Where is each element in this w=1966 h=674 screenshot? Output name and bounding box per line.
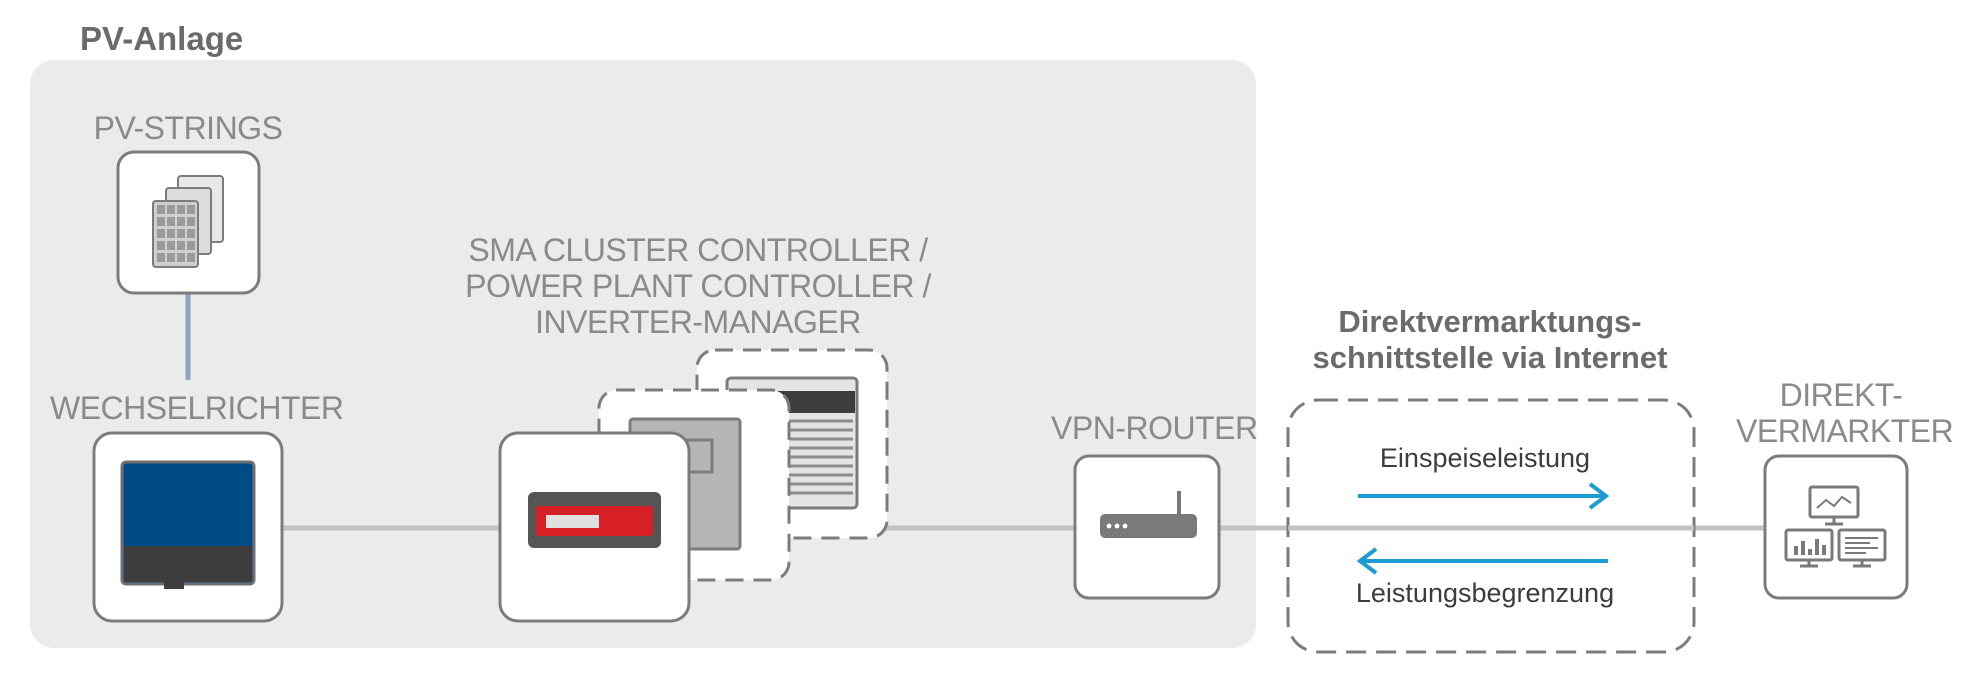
- plant-label: PV-Anlage: [80, 20, 244, 57]
- direct-marketer-label-line-1: DIREKT-: [1779, 377, 1903, 413]
- inverter-icon: [120, 460, 256, 589]
- inverter-node: [92, 431, 284, 623]
- inverter-label: WECHSELRICHTER: [50, 390, 344, 426]
- direct-marketer-node: [1763, 454, 1909, 600]
- direct-marketer-label: DIREKT- VERMARKTER: [1736, 377, 1954, 449]
- interface-title-line-2: schnittstelle via Internet: [1312, 340, 1668, 375]
- controller-label-line-3: INVERTER-MANAGER: [535, 304, 861, 340]
- incoming-label: Leistungsbegrenzung: [1355, 578, 1615, 608]
- interface-title: Direktvermarktungs- schnittstelle via In…: [1270, 304, 1710, 376]
- cluster-controller-device: [498, 431, 691, 623]
- controller-label-line-1: SMA CLUSTER CONTROLLER /: [468, 232, 928, 268]
- interface-title-line-1: Direktvermarktungs-: [1338, 304, 1642, 339]
- outgoing-label: Einspeiseleistung: [1379, 443, 1591, 473]
- controller-label-line-2: POWER PLANT CONTROLLER /: [465, 268, 931, 304]
- outgoing-arrow: [1358, 482, 1610, 510]
- router-icon: [1100, 491, 1197, 538]
- controller-label: SMA CLUSTER CONTROLLER / POWER PLANT CON…: [448, 232, 948, 340]
- vpn-router-label: VPN-ROUTER: [1051, 410, 1258, 446]
- pv-strings-node: [116, 150, 261, 295]
- pv-plant-zone: [30, 60, 1256, 648]
- solar-panel-icon: [152, 175, 224, 268]
- incoming-arrow: [1356, 547, 1608, 575]
- computer-monitors-icon: [1784, 485, 1887, 568]
- pv-strings-label: PV-STRINGS: [93, 110, 283, 146]
- controller-node: [498, 348, 889, 623]
- vpn-router-node: [1073, 454, 1221, 600]
- direct-marketer-label-line-2: VERMARKTER: [1736, 413, 1954, 449]
